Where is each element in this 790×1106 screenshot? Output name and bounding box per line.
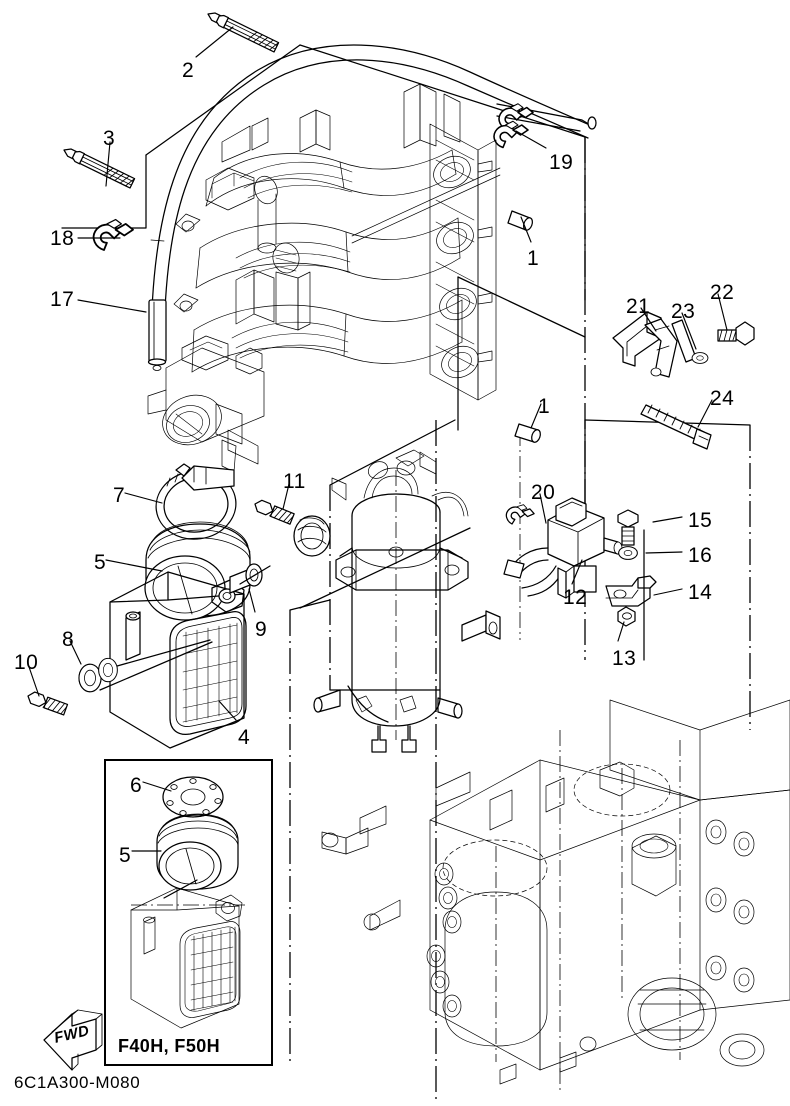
hose-clamp-7 (155, 463, 237, 540)
leader-line-24 (697, 399, 713, 428)
bolt-10 (25, 689, 69, 716)
leader-line-13 (617, 621, 625, 642)
leader-line-15 (652, 516, 683, 523)
leader-line-20 (539, 493, 547, 524)
leader-line-19 (515, 130, 547, 149)
callout-17: 17 (50, 288, 75, 311)
leader-line-10 (27, 663, 40, 697)
callout-4: 4 (238, 726, 251, 749)
grommet-8 (78, 663, 102, 693)
leader-line-23 (681, 312, 697, 350)
callout-1-lower: 1 (538, 395, 551, 418)
callout-12: 12 (563, 586, 588, 609)
leader-line-14 (653, 588, 683, 596)
callout-leader-lines (27, 26, 728, 852)
drawing-code-label: 6C1A300-M080 (14, 1073, 141, 1092)
bracket-21 (612, 311, 697, 378)
bolt-3 (60, 144, 136, 189)
leader-line-6 (142, 781, 172, 792)
nut-13 (617, 606, 636, 627)
leader-line-7 (124, 492, 163, 504)
leader-line-22 (717, 293, 728, 331)
bolt-15 (617, 509, 639, 546)
callout-23: 23 (671, 300, 696, 323)
grommet-8-inner (98, 657, 118, 683)
cylinder-block (321, 699, 790, 1090)
cable-tie-24 (640, 404, 712, 450)
collar-9 (229, 563, 263, 594)
callout-14: 14 (688, 581, 713, 604)
fuel-pressure-sensor-12 (503, 497, 623, 597)
leader-line-3 (105, 141, 111, 187)
intake-bellows-5-inset (156, 813, 239, 891)
group-boundary-lines (289, 137, 751, 1100)
washer-23 (691, 352, 709, 364)
leader-line-11 (282, 483, 290, 510)
lower-hoses (347, 685, 417, 723)
silencer-body-inset (130, 887, 243, 1029)
hose-joint-1-lower (514, 423, 541, 443)
leader-line-21 (640, 307, 657, 332)
hose-clip-19 (493, 102, 534, 149)
callout-7: 7 (113, 484, 126, 507)
callout-1-upper: 1 (527, 247, 540, 270)
leader-line-9 (248, 588, 256, 613)
bolt-22 (717, 321, 755, 346)
hose-joint-1-upper (507, 210, 534, 231)
leader-line-17 (77, 299, 147, 313)
bracket-14 (557, 565, 657, 607)
callout-13: 13 (612, 647, 637, 670)
leader-line-16 (645, 551, 683, 554)
inset-variant-label: F40H, F50H (118, 1036, 221, 1056)
separator-screw (461, 610, 501, 642)
callout-8: 8 (62, 628, 75, 651)
callout-5-main: 5 (94, 551, 107, 574)
callout-11: 11 (283, 470, 306, 493)
leader-line-12 (571, 559, 583, 585)
leader-line-4 (218, 700, 237, 721)
adapter-plate-6 (162, 776, 224, 818)
callout-6: 6 (130, 774, 143, 797)
silencer-assembly (25, 463, 331, 749)
injector-cups (433, 155, 479, 379)
leader-line-1b (530, 403, 542, 429)
bolt-2 (204, 8, 280, 53)
callout-20: 20 (531, 481, 556, 504)
callout-19: 19 (549, 151, 574, 174)
bolt-11 (252, 497, 295, 526)
inset-panel (104, 759, 273, 1066)
callout-5-inset: 5 (119, 844, 132, 867)
leader-line-5a (105, 559, 163, 572)
callout-10: 10 (14, 651, 39, 674)
callout-16: 16 (688, 544, 713, 567)
callout-9: 9 (255, 618, 268, 641)
manifold-sensors (205, 167, 311, 331)
callout-3: 3 (103, 127, 116, 150)
throttle-body (147, 335, 265, 473)
intake-bellows-5 (144, 521, 251, 621)
callout-24: 24 (710, 387, 735, 410)
leader-line-2 (195, 26, 234, 58)
callout-15: 15 (688, 509, 713, 532)
leader-line-8 (69, 640, 82, 665)
washer-16 (618, 546, 638, 560)
intake-manifold-assembly (147, 83, 501, 473)
callout-2: 2 (182, 59, 195, 82)
hose-clamp-18 (92, 218, 134, 251)
callout-22: 22 (710, 281, 735, 304)
spacer-11 (293, 515, 331, 557)
leader-line-1a (520, 216, 532, 243)
callout-21: 21 (626, 295, 651, 318)
vapor-separator-assembly (299, 449, 501, 753)
fwd-arrow (43, 1009, 103, 1071)
callout-18: 18 (50, 227, 75, 250)
fuel-hose-17 (147, 44, 593, 371)
